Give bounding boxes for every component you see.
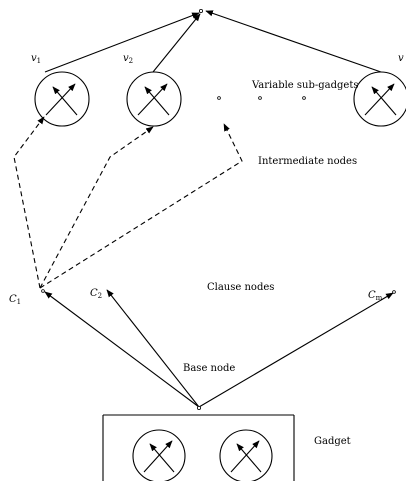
- ellipsis-dot: [258, 96, 262, 100]
- clause-node-c1: [41, 289, 45, 293]
- edge-v1-to-top: [44, 12, 200, 73]
- dashed-path-c1-to-v2: [39, 126, 154, 289]
- base-node: [196, 405, 201, 410]
- edge-base-to-c1: [44, 291, 200, 408]
- dashed-path-c1-to-v1: [13, 116, 45, 289]
- label-v1: v1: [31, 53, 41, 65]
- edge-vn-to-top: [205, 10, 382, 73]
- label-variable-sub-gadgets: Variable sub-gadgets: [251, 80, 359, 91]
- ellipsis-dot: [302, 96, 306, 100]
- ellipsis-dot: [217, 96, 221, 100]
- label-cm: Cm: [368, 290, 383, 302]
- label-v2: v2: [123, 53, 133, 65]
- variable-subgadget-v1: [34, 71, 90, 127]
- label-c2: C2: [90, 288, 102, 300]
- clause-node-cm: [392, 290, 396, 294]
- label-clause-nodes: Clause nodes: [207, 282, 274, 293]
- gadget-circle-left: [132, 429, 186, 481]
- label-c1: C1: [9, 294, 21, 306]
- gadget-box: [102, 414, 295, 481]
- label-gadget: Gadget: [314, 436, 351, 447]
- label-base-node: Base node: [183, 363, 235, 374]
- gadget-circle-right: [219, 429, 273, 481]
- edge-base-to-cm: [198, 292, 394, 408]
- dashed-path-c1-to-intermediate: [39, 123, 243, 289]
- label-intermediate-nodes: Intermediate nodes: [258, 156, 357, 167]
- variable-subgadget-v2: [126, 71, 182, 127]
- variable-subgadget-vn: [353, 71, 406, 127]
- edge-v2-to-top: [152, 13, 201, 73]
- label-vn: v: [398, 53, 404, 64]
- edge-base-to-c2: [106, 289, 200, 408]
- top-node: [198, 8, 203, 13]
